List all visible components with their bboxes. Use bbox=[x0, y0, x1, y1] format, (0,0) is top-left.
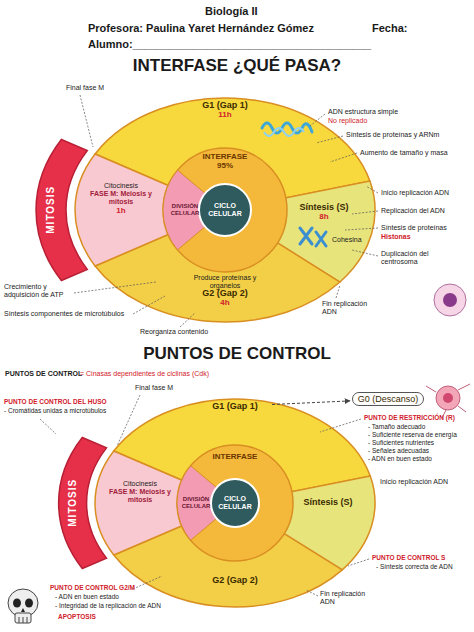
label-text: - Tamaño adecuado bbox=[368, 423, 425, 430]
label-text: No replicado bbox=[328, 117, 367, 125]
phase-text: 4h bbox=[185, 298, 265, 307]
phase-text: DIVISIÓN CELULAR bbox=[180, 496, 212, 510]
cycle-phase: DIVISIÓN CELULAR bbox=[169, 203, 201, 217]
label-text: Histonas bbox=[381, 233, 411, 241]
phase-text: G2 (Gap 2) bbox=[185, 288, 265, 298]
connector-arrow bbox=[272, 401, 350, 405]
phase-text: Síntesis (S) bbox=[293, 202, 355, 212]
label-text: PUNTO DE CONTROL S bbox=[372, 554, 445, 561]
label-text: Fecha: bbox=[372, 22, 407, 35]
label-text: Síntesis de proteínas y ARNm bbox=[346, 131, 439, 139]
cycle-phase: G2 (Gap 2)4h bbox=[185, 288, 265, 308]
phase-text: INTERFASE bbox=[205, 452, 265, 461]
label-text: - Suficiente reserva de energía bbox=[368, 431, 457, 438]
phase-text: CICLO CELULAR bbox=[203, 202, 247, 218]
cycle-phase: CICLO CELULAR bbox=[213, 495, 257, 511]
label-text: = Cinasas dependientes de ciclinas (Cdk) bbox=[80, 370, 209, 378]
label-text: Final fase M bbox=[66, 84, 104, 92]
phase-text: INTERFASE 95% bbox=[195, 152, 255, 170]
phase-text: 8h bbox=[293, 212, 355, 221]
phase-text: FASE M: Meiosis y mitosis bbox=[104, 488, 176, 504]
phase-text: G0 (Descanso) bbox=[356, 394, 420, 404]
phase-text: G1 (Gap 1) bbox=[200, 401, 270, 411]
label-text: Inicio replicación ADN bbox=[381, 189, 449, 197]
cycle-phase: MITOSIS bbox=[45, 186, 57, 234]
label-text: Fin replicación ADN bbox=[322, 300, 374, 316]
label-text: Produce proteínas y organelos bbox=[178, 274, 272, 290]
phase-text: G2 (Gap 2) bbox=[195, 575, 275, 585]
label-text: - ADN en buen estado bbox=[368, 455, 432, 462]
cycle-phase: G1 (Gap 1)11h bbox=[190, 100, 260, 120]
label-text: Reorganiza contenido bbox=[140, 328, 208, 336]
label-text: Aumento de tamaño y masa bbox=[360, 149, 448, 157]
label-text: Inicio replicación ADN bbox=[380, 478, 448, 486]
label-text: Final fase M bbox=[135, 384, 173, 392]
cycle-phase: CICLO CELULAR bbox=[203, 202, 247, 218]
label-text: PUNTO DE CONTROL G2/M bbox=[50, 584, 135, 591]
label-text: - Integridad de la replicación de ADN bbox=[55, 602, 161, 609]
label-text: Síntesis componentes de microtúbulos bbox=[4, 310, 124, 318]
phase-text: MITOSIS bbox=[45, 186, 57, 234]
label-text: Replicación del ADN bbox=[381, 207, 445, 215]
page-title: INTERFASE ¿QUÉ PASA? bbox=[0, 56, 474, 76]
label-text: Fin replicación ADN bbox=[320, 590, 372, 606]
label-text: Duplicación del centrosoma bbox=[381, 250, 443, 266]
cycle-phase: CitocinesisFASE M: Meiosis y mitosis1h bbox=[84, 182, 158, 215]
phase-text: CICLO CELULAR bbox=[213, 495, 257, 511]
label-text: - ADN en buen estado bbox=[55, 593, 119, 600]
label-text: - Cromátidas unidas a microtúbulos bbox=[4, 407, 106, 414]
phase-text: G1 (Gap 1) bbox=[190, 100, 260, 110]
label-text: - Suficientes nutrientes bbox=[368, 439, 434, 446]
cycle-phase: G0 (Descanso) bbox=[352, 392, 424, 406]
label-text: Profesora: Paulina Yaret Hernández Gómez bbox=[88, 22, 314, 35]
cycle-phase: CitocinesisFASE M: Meiosis y mitosis bbox=[104, 480, 176, 504]
label-text: PUNTOS DE CONTROL bbox=[5, 370, 82, 378]
label-text: Biología II bbox=[205, 5, 258, 18]
cycle-phase: DIVISIÓN CELULAR bbox=[180, 496, 212, 510]
label-text: - Síntesis correcta de ADN bbox=[376, 563, 453, 570]
cycle-phase: Síntesis (S)8h bbox=[293, 202, 355, 222]
label-text: APOPTOSIS bbox=[58, 613, 96, 620]
cycle-phase: G1 (Gap 1) bbox=[200, 401, 270, 411]
phase-text: 11h bbox=[190, 110, 260, 119]
cycle-phase: MITOSIS bbox=[67, 479, 79, 527]
label-text: Cohesina bbox=[332, 236, 362, 244]
phase-text: Citocinesis bbox=[104, 480, 176, 488]
cycle-phase: Síntesis (S) bbox=[298, 497, 358, 507]
label-text: ADN estructura simple bbox=[328, 108, 398, 116]
label-text: Alumno:_________________________________… bbox=[88, 38, 371, 51]
cycle-phase: G2 (Gap 2) bbox=[195, 575, 275, 585]
label-text: PUNTO DE CONTROL DEL HUSO bbox=[4, 398, 107, 405]
label-text: PUNTO DE RESTRICCIÓN (R) bbox=[364, 414, 455, 421]
phase-text: 1h bbox=[84, 206, 158, 215]
phase-text: FASE M: Meiosis y mitosis bbox=[84, 190, 158, 206]
phase-text: Síntesis (S) bbox=[298, 497, 358, 507]
label-text: Síntesis de proteínas bbox=[381, 224, 447, 232]
cycle-phase: INTERFASE 95% bbox=[195, 152, 255, 170]
phase-text: MITOSIS bbox=[67, 479, 79, 527]
label-text: PUNTOS DE CONTROL bbox=[0, 344, 474, 364]
cycle-phase: INTERFASE bbox=[205, 452, 265, 461]
phase-text: DIVISIÓN CELULAR bbox=[169, 203, 201, 217]
phase-text: Citocinesis bbox=[84, 182, 158, 190]
label-text: Crecimiento y adquisición de ATP bbox=[4, 283, 74, 299]
label-text: - Señales adecuadas bbox=[368, 447, 429, 454]
